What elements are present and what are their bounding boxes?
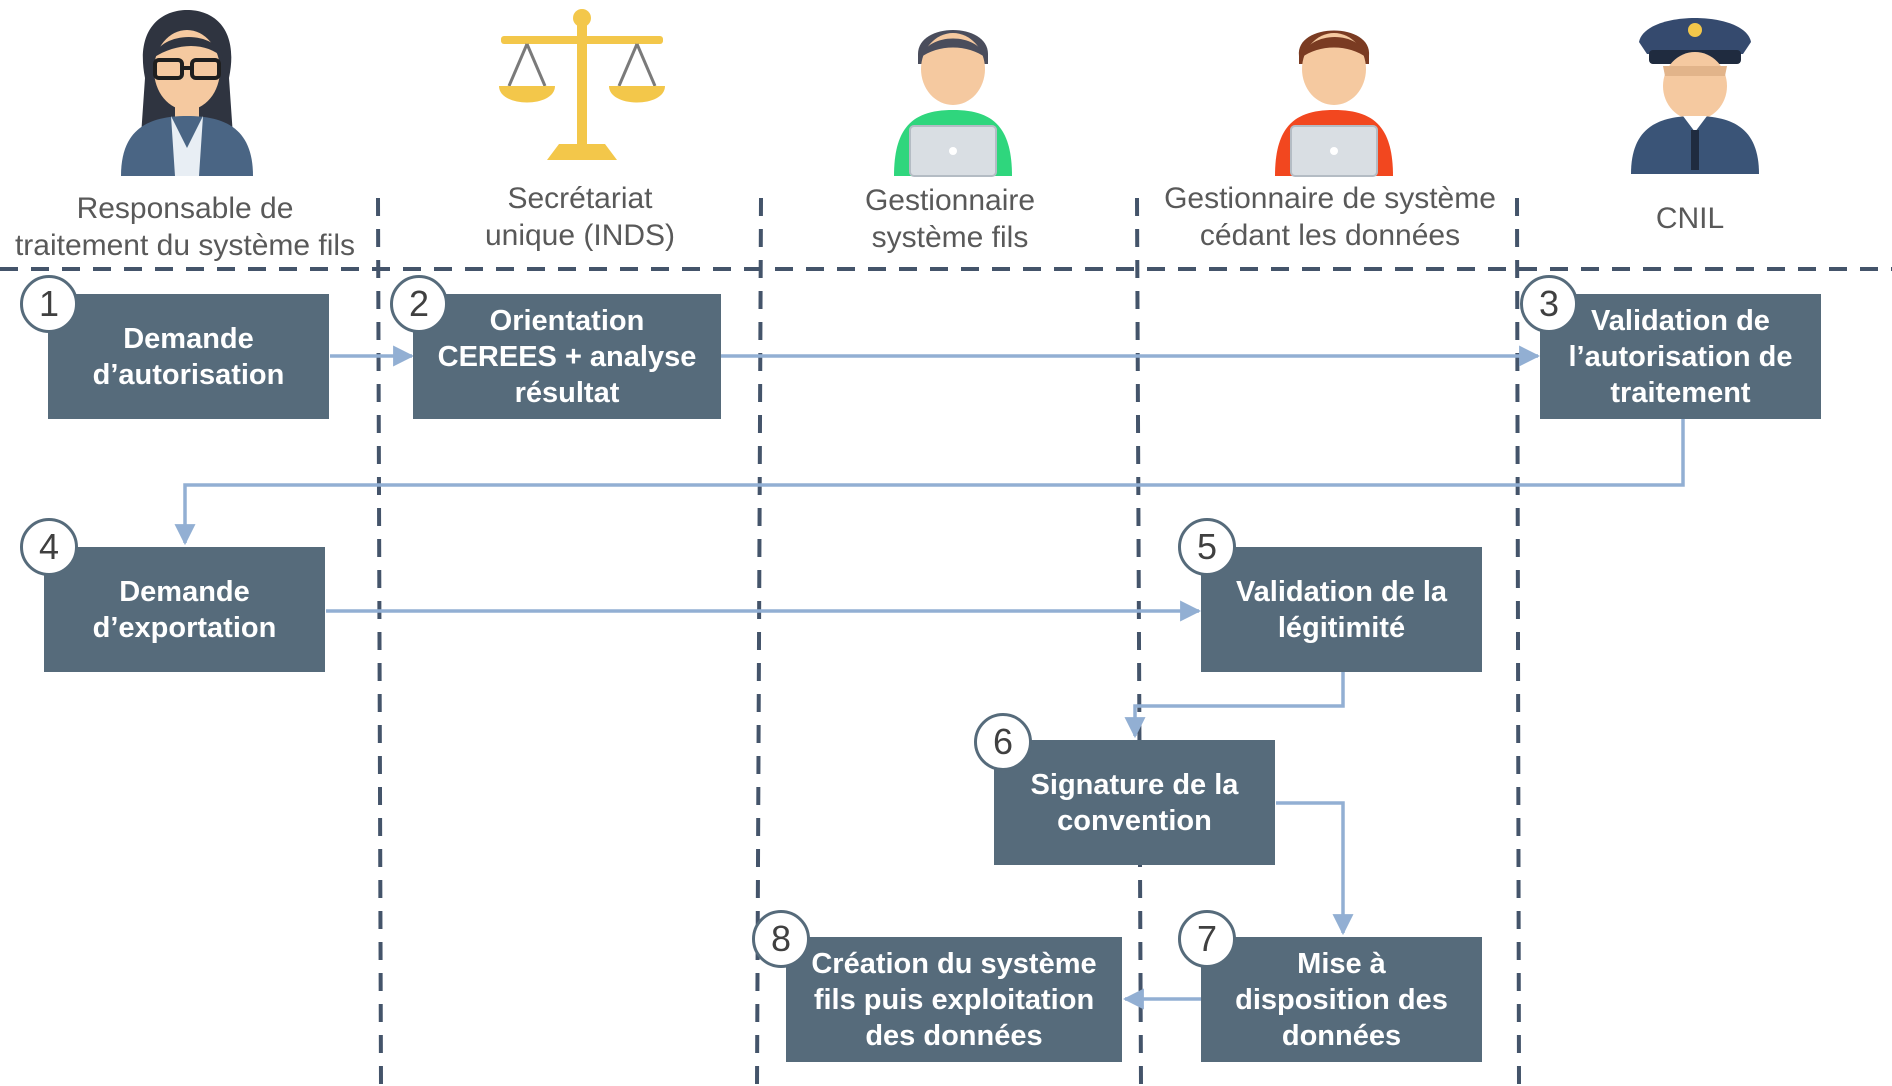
step-box-6: Signature de la convention xyxy=(994,740,1275,865)
step-box-7: Mise à disposition des données xyxy=(1201,937,1482,1062)
step-number-2: 2 xyxy=(390,275,448,333)
step-label-2: Orientation CEREES + analyse résultat xyxy=(437,304,697,409)
step-box-4: Demande d’exportation xyxy=(44,547,325,672)
step-box-2: Orientation CEREES + analyse résultat xyxy=(413,294,721,419)
flow-arrow-3-4 xyxy=(174,418,1685,546)
step-box-5: Validation de la légitimité xyxy=(1201,547,1482,672)
flow-arrow-5-6 xyxy=(1124,672,1345,739)
step-label-7: Mise à disposition des données xyxy=(1235,947,1448,1052)
step-label-6: Signature de la convention xyxy=(1030,768,1239,837)
user-green-laptop-icon xyxy=(894,30,1012,177)
lane-separator xyxy=(376,197,383,1086)
step-box-1: Demande d’autorisation xyxy=(48,294,329,419)
lane-separator xyxy=(755,197,763,1086)
step-number-5: 5 xyxy=(1178,518,1236,576)
police-officer-icon xyxy=(1631,18,1759,174)
step-number-6: 6 xyxy=(974,713,1032,771)
step-label-5: Validation de la légitimité xyxy=(1235,575,1448,644)
flow-arrow-6-7 xyxy=(1276,801,1354,936)
step-label-8: Création du système fils puis exploitati… xyxy=(811,947,1097,1052)
step-number-3: 3 xyxy=(1520,275,1578,333)
actor-label-cnil: CNIL xyxy=(1655,202,1725,235)
actor-label-secretariat: Secrétariat unique (INDS) xyxy=(484,182,676,252)
actor-label-gestionnaire-cedant: Gestionnaire de système cédant les donné… xyxy=(1164,182,1496,252)
step-number-1: 1 xyxy=(20,275,78,333)
lane-separator xyxy=(1515,197,1521,1086)
step-label-3: Validation de l’autorisation de traiteme… xyxy=(1568,304,1793,409)
user-red-laptop-icon xyxy=(1275,30,1393,177)
step-number-4: 4 xyxy=(20,518,78,576)
step-number-7: 7 xyxy=(1178,910,1236,968)
step-box-3: Validation de l’autorisation de traiteme… xyxy=(1540,294,1821,419)
step-box-8: Création du système fils puis exploitati… xyxy=(786,937,1122,1062)
actor-label-responsable: Responsable de traitement du système fil… xyxy=(14,192,356,262)
step-label-4: Demande d’exportation xyxy=(92,575,277,644)
lane-separator xyxy=(1135,197,1143,1086)
step-number-8: 8 xyxy=(752,910,810,968)
step-label-1: Demande d’autorisation xyxy=(92,322,285,391)
scales-of-justice-icon xyxy=(499,9,665,160)
actor-label-gestionnaire-fils: Gestionnaire système fils xyxy=(864,184,1036,254)
woman-with-glasses-icon xyxy=(121,10,253,176)
